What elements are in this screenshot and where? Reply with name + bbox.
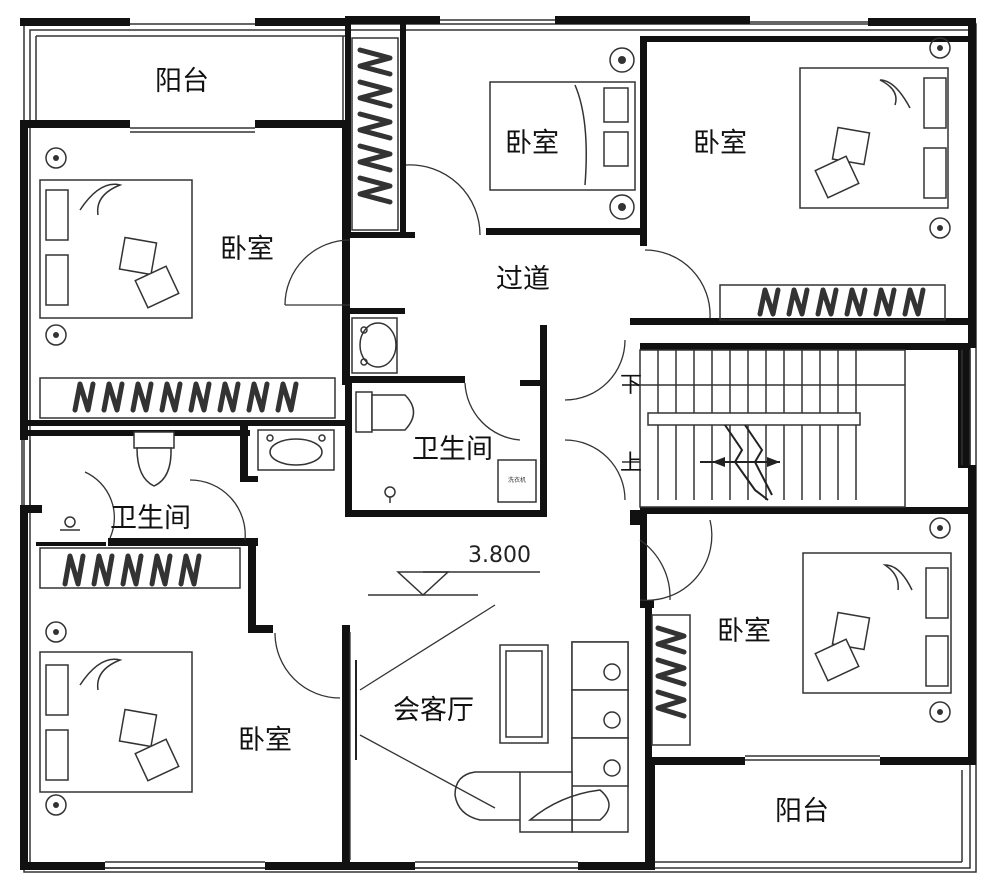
label-stairs-up: 上 [620,451,642,476]
washbasin-left [257,429,335,471]
coffee-table[interactable] [499,644,549,744]
bed-left-lower[interactable] [39,621,193,816]
label-balcony-bottom-right: 阳台 [775,796,829,827]
wardrobe-right-lower [651,614,691,746]
walls [20,16,976,870]
wardrobe-left-upper [39,377,336,419]
label-bathroom-center: 卫生间 [412,434,493,465]
toilet-left[interactable] [133,431,175,487]
label-bedroom-top-center: 卧室 [505,128,559,159]
elevation-marker: 3.800 [368,543,540,597]
label-living-room: 会客厅 [393,695,474,726]
label-corridor: 过道 [496,264,550,295]
washbasin-cubicle [351,317,398,374]
label-bedroom-left-lower: 卧室 [238,725,292,756]
floor-drain-center [384,486,396,503]
label-balcony-top-left: 阳台 [155,66,209,97]
bed-right-lower[interactable] [802,517,952,723]
wardrobe-top-right [719,284,946,321]
bed-left-upper[interactable] [39,147,193,346]
washing-machine-label: 洗衣机 [508,476,526,484]
balcony-railing-bottom-right [655,755,963,863]
wardrobe-top-center [351,37,399,231]
elevation-label: 3.800 [468,543,531,568]
label-bedroom-left-upper: 卧室 [220,234,274,265]
wardrobe-left-lower [39,547,241,589]
bed-top-center[interactable] [489,47,636,220]
label-stairs-down: 下 [620,373,642,398]
balcony-railing-top-left [35,35,345,133]
label-bedroom-top-right: 卧室 [693,128,747,159]
toilet-center[interactable] [355,391,415,433]
bed-top-right[interactable] [799,37,951,239]
sofa[interactable] [454,641,629,833]
windows [21,19,971,869]
floor-drain-left [60,516,80,531]
label-bedroom-right-lower: 卧室 [717,616,771,647]
label-bathroom-left: 卫生间 [110,503,191,534]
room-labels: 阳台 卧室 卧室 卧室 过道 卫生间 卫生间 卧室 卧室 会客厅 阳台 下 上 [110,66,829,827]
door-swings [84,164,713,860]
washing-machine: 洗衣机 [497,459,537,503]
staircase [622,349,906,508]
